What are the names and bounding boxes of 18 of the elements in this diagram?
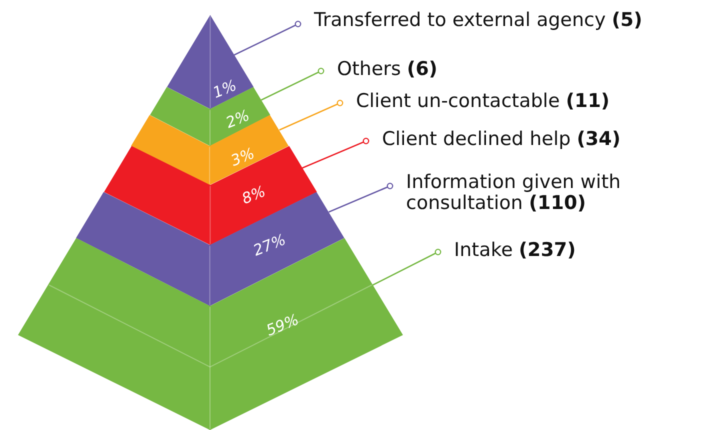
leader-line (234, 20, 302, 56)
category-label: Others (6) (321, 59, 637, 80)
category-label: Intake (237) (438, 240, 704, 261)
category-label: Transferred to external agency (5) (298, 10, 711, 31)
percent-label: 3% (229, 146, 257, 169)
percent-label: 59% (264, 312, 301, 339)
leader-line (372, 248, 442, 286)
leader-line (302, 138, 370, 169)
category-label: Client un-contactable (11) (340, 91, 696, 112)
leader-line (260, 68, 324, 101)
category-label: Information given with consultation (110) (390, 172, 638, 214)
leader-line (279, 100, 344, 131)
percent-label: 27% (251, 232, 288, 259)
category-label: Client declined help (34) (366, 129, 702, 150)
percent-label: 1% (211, 78, 239, 101)
leader-line (328, 182, 394, 213)
percent-label: 8% (240, 184, 268, 207)
percent-label: 2% (224, 108, 252, 131)
